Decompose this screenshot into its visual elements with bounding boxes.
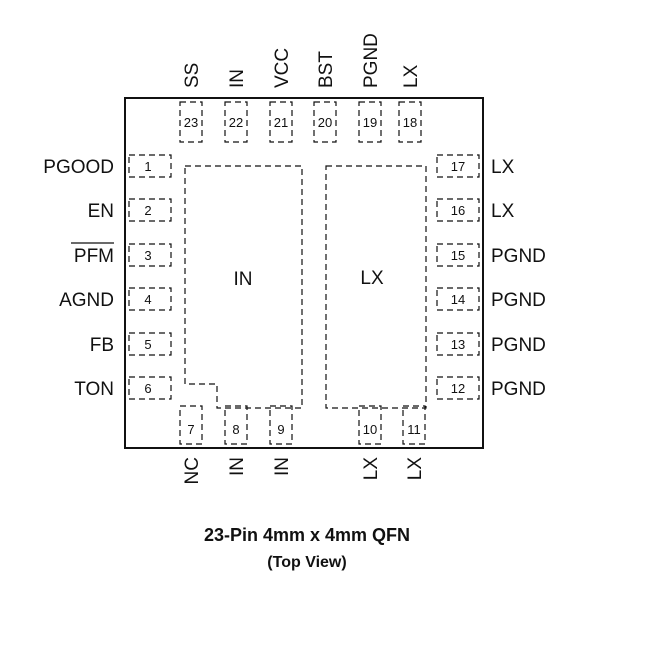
pin-14-name: PGND bbox=[491, 290, 546, 311]
pins-top: 18 LX 19 PGND 20 BST 21 VCC 22 IN 23 SS bbox=[179, 33, 422, 143]
pin-13-pad bbox=[436, 332, 480, 356]
pin-3-pad bbox=[128, 243, 172, 267]
exposed-pad-in bbox=[184, 165, 303, 409]
pin-11-name: LX bbox=[405, 457, 426, 481]
pin-4-pad bbox=[128, 287, 172, 311]
pin-4-number: 4 bbox=[144, 292, 151, 307]
pin-3-name: PFM bbox=[74, 246, 114, 267]
pin-13-number: 13 bbox=[451, 337, 465, 352]
pin-17-number: 17 bbox=[451, 159, 465, 174]
pin-8-pad bbox=[224, 405, 248, 445]
pin-12-pad bbox=[436, 376, 480, 400]
pin-20-number: 20 bbox=[318, 115, 332, 130]
pin-8-name: IN bbox=[227, 457, 248, 476]
pin-12-name: PGND bbox=[491, 379, 546, 400]
pin-5-name: FB bbox=[90, 335, 114, 356]
pin-6-pad bbox=[128, 376, 172, 400]
pin-9-pad bbox=[269, 405, 293, 445]
pad-label-lx: LX bbox=[360, 268, 384, 289]
pin-5-number: 5 bbox=[144, 337, 151, 352]
pin-16-name: LX bbox=[491, 201, 515, 222]
pin-22-number: 22 bbox=[229, 115, 243, 130]
pin-6-number: 6 bbox=[144, 381, 151, 396]
package-body bbox=[124, 97, 484, 449]
pin-4-name: AGND bbox=[59, 290, 114, 311]
pin-1-pad bbox=[128, 154, 172, 178]
pin-2-number: 2 bbox=[144, 203, 151, 218]
pin-13-name: PGND bbox=[491, 335, 546, 356]
pin-2-name: EN bbox=[88, 201, 114, 222]
pin-21-name: VCC bbox=[272, 48, 293, 88]
pin-9-number: 9 bbox=[277, 422, 284, 437]
pin-5-pad bbox=[128, 332, 172, 356]
pin-7-number: 7 bbox=[187, 422, 194, 437]
pin-16-number: 16 bbox=[451, 203, 465, 218]
pad-label-in: IN bbox=[234, 269, 253, 290]
pin-10-number: 10 bbox=[363, 422, 377, 437]
pins-left: 1 PGOOD 2 EN 3 PFM 4 AGND 5 FB 6 TON bbox=[43, 154, 172, 400]
pin-15-number: 15 bbox=[451, 248, 465, 263]
pin-7-pad bbox=[179, 405, 203, 445]
pin-14-pad bbox=[436, 287, 480, 311]
pin-3-number: 3 bbox=[144, 248, 151, 263]
pin-19-number: 19 bbox=[363, 115, 377, 130]
pin-6-name: TON bbox=[74, 379, 114, 400]
pin-22-name: IN bbox=[227, 69, 248, 88]
pin-2-pad bbox=[128, 198, 172, 222]
pin-1-number: 1 bbox=[144, 159, 151, 174]
pin-8-number: 8 bbox=[232, 422, 239, 437]
pin-11-number: 11 bbox=[407, 422, 421, 437]
pin-12-number: 12 bbox=[451, 381, 465, 396]
pin-1-name: PGOOD bbox=[43, 157, 114, 178]
pin-21-number: 21 bbox=[274, 115, 288, 130]
pin-23-pad bbox=[179, 101, 203, 143]
pin-20-name: BST bbox=[316, 51, 337, 88]
pin-10-pad bbox=[358, 405, 382, 445]
pin-17-pad bbox=[436, 154, 480, 178]
pin-15-name: PGND bbox=[491, 246, 546, 267]
pin-11-pad bbox=[402, 405, 426, 445]
pin-17-name: LX bbox=[491, 157, 515, 178]
pin-20-pad bbox=[313, 101, 337, 143]
pin-23-number: 23 bbox=[184, 115, 198, 130]
pin-19-name: PGND bbox=[361, 33, 382, 88]
pin-18-name: LX bbox=[401, 64, 422, 88]
pin-19-pad bbox=[358, 101, 382, 143]
pin-22-pad bbox=[224, 101, 248, 143]
pin-18-number: 18 bbox=[403, 115, 417, 130]
exposed-pad-lx bbox=[325, 165, 427, 409]
pin-10-name: LX bbox=[361, 457, 382, 481]
package-subtitle: (Top View) bbox=[267, 554, 346, 571]
pin-9-name: IN bbox=[272, 457, 293, 476]
pin-21-pad bbox=[269, 101, 293, 143]
pin-16-pad bbox=[436, 198, 480, 222]
pin-14-number: 14 bbox=[451, 292, 465, 307]
pin-7-name: NC bbox=[182, 457, 203, 484]
package-title: 23-Pin 4mm x 4mm QFN bbox=[204, 525, 410, 545]
pin-23-name: SS bbox=[182, 63, 203, 88]
pin-18-pad bbox=[398, 101, 422, 143]
pin-15-pad bbox=[436, 243, 480, 267]
